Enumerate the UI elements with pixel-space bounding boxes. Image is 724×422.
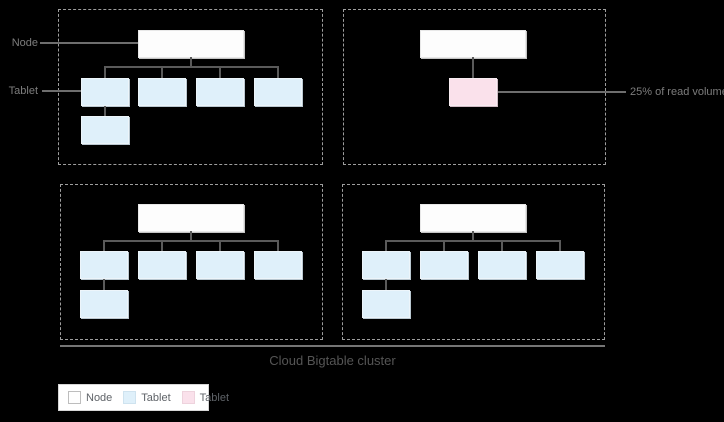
- connector-sub-line: [385, 279, 387, 290]
- connector-stem-line: [472, 231, 474, 241]
- cluster-baseline: [60, 345, 605, 347]
- tablet-box-blue: [362, 290, 410, 318]
- legend-item-node: Node: [68, 391, 112, 404]
- tablet-box-blue: [478, 251, 526, 279]
- legend: Node Tablet Tablet: [58, 384, 229, 411]
- tablet-pointer-line: [42, 90, 81, 92]
- legend-label-tablet-pink: Tablet: [199, 391, 230, 404]
- node-group-top-right: [343, 9, 606, 165]
- connector-bus-line: [103, 240, 279, 242]
- tablet-box-blue: [81, 116, 129, 144]
- read-volume-label: 25% of read volume: [630, 86, 724, 98]
- tablet-box-blue: [254, 78, 302, 106]
- legend-swatch-tablet-blue: [123, 391, 137, 404]
- connector-drop-line: [443, 240, 445, 252]
- node-group-bottom-right: [342, 184, 605, 340]
- connector-drop-line: [559, 240, 561, 252]
- tablet-box-blue: [362, 251, 410, 279]
- connector-drop-line: [161, 240, 163, 252]
- node-box: [138, 30, 244, 58]
- connector-bus-line: [385, 240, 561, 242]
- legend-item-tablet-pink: Tablet: [181, 391, 230, 404]
- node-group-top-left: [58, 9, 323, 165]
- legend-swatch-tablet-pink: [181, 391, 195, 404]
- tablet-box-blue: [80, 290, 128, 318]
- connector-stem-line: [190, 57, 192, 67]
- tablet-box-blue: [138, 78, 186, 106]
- node-box: [138, 204, 244, 232]
- read-volume-pointer-line: [498, 91, 626, 93]
- connector-stem-line: [190, 231, 192, 241]
- legend-label-node: Node: [86, 391, 113, 404]
- connector-drop-line: [104, 66, 106, 78]
- legend-item-tablet-blue: Tablet: [123, 391, 171, 404]
- connector-drop-line: [219, 240, 221, 252]
- node-pointer-line: [40, 42, 138, 44]
- tablet-box-blue: [254, 251, 302, 279]
- legend-label-tablet-blue: Tablet: [141, 391, 171, 404]
- connector-drop-line: [501, 240, 503, 252]
- connector-sub-line: [104, 106, 106, 116]
- tablet-box-blue: [196, 251, 244, 279]
- connector-drop-line: [103, 240, 105, 252]
- node-group-bottom-left: [60, 184, 323, 340]
- tablet-pointer-label: Tablet: [8, 85, 38, 97]
- tablet-box-blue: [80, 251, 128, 279]
- tablet-box-blue: [536, 251, 584, 279]
- cluster-title: Cloud Bigtable cluster: [269, 353, 396, 368]
- node-box: [420, 30, 526, 58]
- connector-drop-line: [277, 66, 279, 78]
- tablet-box-blue: [138, 251, 186, 279]
- connector-stem-line: [472, 57, 474, 78]
- tablet-box-blue: [196, 78, 244, 106]
- connector-drop-line: [161, 66, 163, 78]
- legend-swatch-node: [68, 391, 81, 404]
- connector-bus-line: [104, 66, 279, 68]
- connector-drop-line: [277, 240, 279, 252]
- tablet-box-blue: [420, 251, 468, 279]
- connector-drop-line: [219, 66, 221, 78]
- connector-sub-line: [103, 279, 105, 290]
- node-box: [420, 204, 526, 232]
- connector-drop-line: [385, 240, 387, 252]
- tablet-box-pink: [449, 78, 497, 106]
- tablet-box-blue: [81, 78, 129, 106]
- node-pointer-label: Node: [11, 37, 38, 49]
